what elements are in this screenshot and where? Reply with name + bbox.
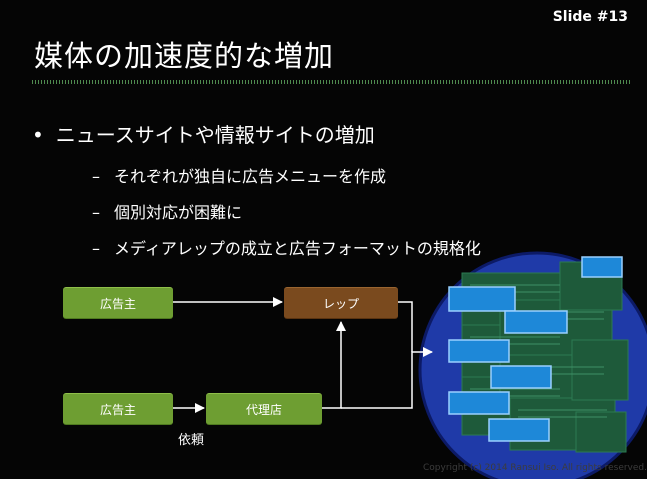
request-label: 依頼 — [178, 433, 205, 448]
sub-bullet-text: メディアレップの成立と広告フォーマットの規格化 — [114, 239, 481, 258]
bullet-text: ニュースサイトや情報サイトの増加 — [55, 123, 375, 147]
sub-bullet-marker: – — [92, 203, 100, 222]
slide-number: Slide #13 — [552, 9, 628, 25]
media-card-stack — [448, 256, 629, 453]
sub-bullet-3: –メディアレップの成立と広告フォーマットの規格化 — [92, 235, 481, 259]
flow-arrows — [173, 297, 433, 413]
advertiser-label: 広告主 — [99, 296, 136, 311]
bullet-item: • ニュースサイトや情報サイトの増加 — [32, 119, 375, 148]
advertiser-box-top: 広告主 — [63, 287, 173, 319]
agency-label: 代理店 — [245, 402, 282, 417]
copyright-footer: Copyright (c) 2014 Ransui Iso. All right… — [423, 463, 647, 473]
sub-bullet-text: 個別対応が困難に — [114, 203, 243, 222]
rep-box: レップ — [284, 287, 398, 319]
slide-title: 媒体の加速度的な増加 — [34, 39, 335, 73]
sub-bullet-marker: – — [92, 167, 100, 186]
sub-bullet-text: それぞれが独自に広告メニューを作成 — [114, 167, 387, 186]
sub-bullet-1: –それぞれが独自に広告メニューを作成 — [92, 163, 386, 187]
rep-label: レップ — [322, 296, 359, 311]
bullet-marker: • — [32, 123, 44, 147]
agency-box: 代理店 — [206, 393, 322, 425]
title-underline — [32, 80, 630, 84]
sub-bullet-2: –個別対応が困難に — [92, 199, 242, 223]
sub-bullet-marker: – — [92, 239, 100, 258]
advertiser-label: 広告主 — [99, 402, 136, 417]
advertiser-box-bottom: 広告主 — [63, 393, 173, 425]
